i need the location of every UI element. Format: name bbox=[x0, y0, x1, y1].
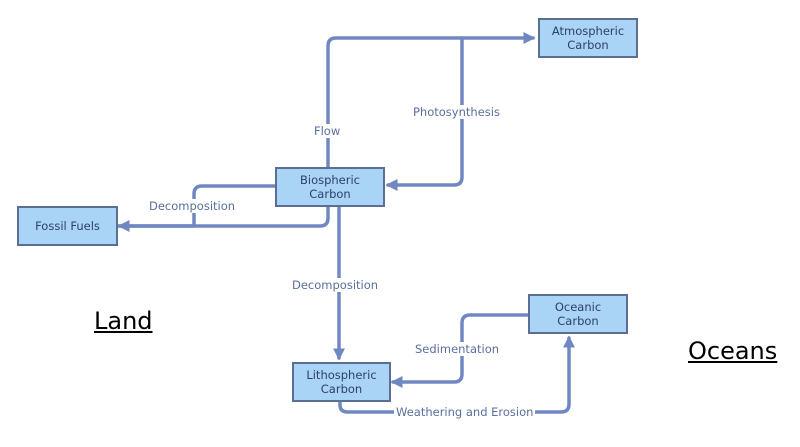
decomposition-fossil-arrow bbox=[117, 184, 277, 232]
node-lithospheric-carbon: Lithospheric Carbon bbox=[292, 362, 391, 402]
node-label: Oceanic Carbon bbox=[554, 300, 602, 328]
node-atmospheric-carbon: Atmospheric Carbon bbox=[538, 18, 638, 58]
region-land-label: Land bbox=[94, 307, 153, 335]
node-fossil-fuels: Fossil Fuels bbox=[17, 206, 118, 246]
edge-label-decomposition-fossil: Decomposition bbox=[147, 199, 238, 213]
region-oceans-label: Oceans bbox=[688, 337, 778, 365]
node-label: Atmospheric Carbon bbox=[551, 24, 625, 52]
photosynthesis-arrow bbox=[385, 36, 464, 191]
node-oceanic-carbon: Oceanic Carbon bbox=[528, 294, 628, 334]
node-label: Biospheric Carbon bbox=[299, 173, 361, 201]
node-biospheric-carbon: Biospheric Carbon bbox=[275, 167, 385, 207]
edge-label-decomposition-litho: Decomposition bbox=[290, 278, 381, 292]
edge-label-flow: Flow bbox=[312, 124, 343, 138]
edge-label-weathering: Weathering and Erosion bbox=[394, 405, 536, 419]
edge-label-sedimentation: Sedimentation bbox=[413, 342, 502, 356]
node-label: Lithospheric Carbon bbox=[306, 368, 377, 396]
node-label: Fossil Fuels bbox=[35, 219, 100, 233]
edge-label-photosynthesis: Photosynthesis bbox=[411, 105, 502, 119]
